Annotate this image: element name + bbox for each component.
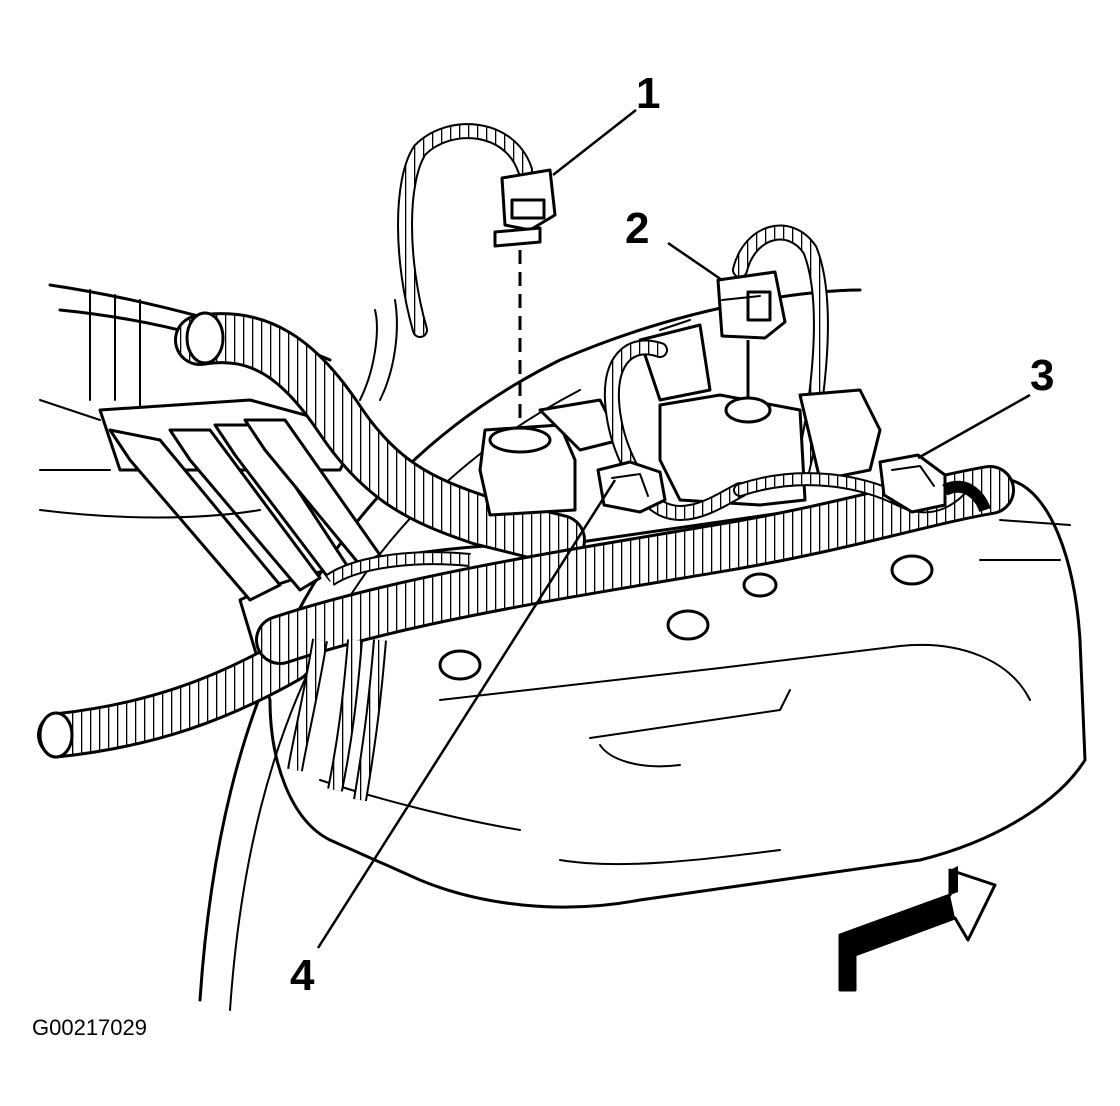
callout-2: 2 — [625, 204, 649, 253]
connector-2 — [716, 270, 787, 340]
connector-1 — [493, 168, 557, 248]
direction-arrow — [838, 866, 997, 992]
branch-wires-left — [287, 551, 471, 802]
sensor-1-body — [478, 398, 622, 517]
cover-bolts — [438, 554, 934, 681]
connector-4 — [596, 460, 667, 514]
callout-1: 1 — [636, 69, 660, 118]
sensor-1-wire — [359, 123, 533, 401]
callout-4: 4 — [290, 951, 315, 1000]
figure-id: G00217029 — [32, 1015, 147, 1040]
connector-3 — [878, 453, 991, 514]
lower-left-harness — [37, 637, 313, 759]
callout-3: 3 — [1030, 351, 1054, 400]
callout-leaders — [316, 109, 1031, 949]
callouts: 1 2 3 4 — [290, 69, 1054, 1000]
upper-left-harness — [174, 311, 586, 566]
